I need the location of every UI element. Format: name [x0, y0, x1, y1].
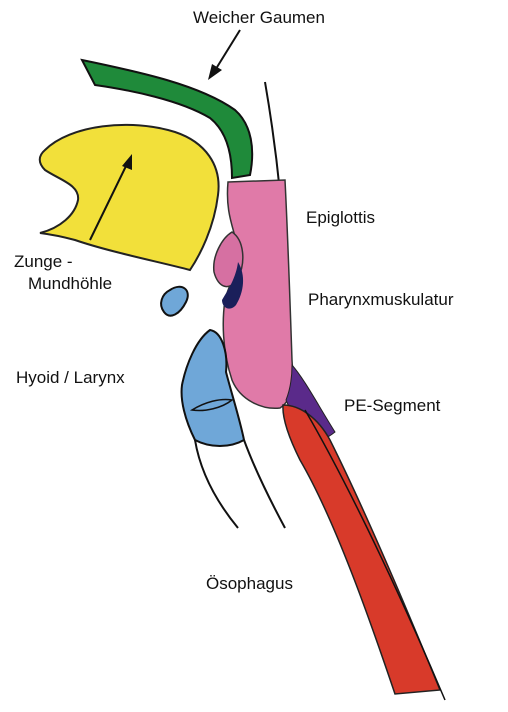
label-epiglottis: Epiglottis	[306, 208, 375, 228]
hyoid-shape	[161, 287, 188, 316]
soft-palate-arrow	[208, 30, 240, 80]
label-pharynx-muscles: Pharynxmuskulatur	[308, 290, 454, 310]
label-soft-palate: Weicher Gaumen	[193, 8, 325, 28]
esophagus-shape	[283, 405, 440, 694]
label-esophagus: Ösophagus	[206, 574, 293, 594]
trachea-front-line	[195, 440, 238, 528]
label-tongue-line2: Mundhöhle	[28, 274, 112, 294]
label-tongue-line1: Zunge -	[14, 252, 73, 272]
tongue-shape	[40, 125, 219, 270]
trachea-back-line	[244, 440, 285, 528]
label-hyoid-larynx: Hyoid / Larynx	[16, 368, 125, 388]
label-pe-segment: PE-Segment	[344, 396, 440, 416]
